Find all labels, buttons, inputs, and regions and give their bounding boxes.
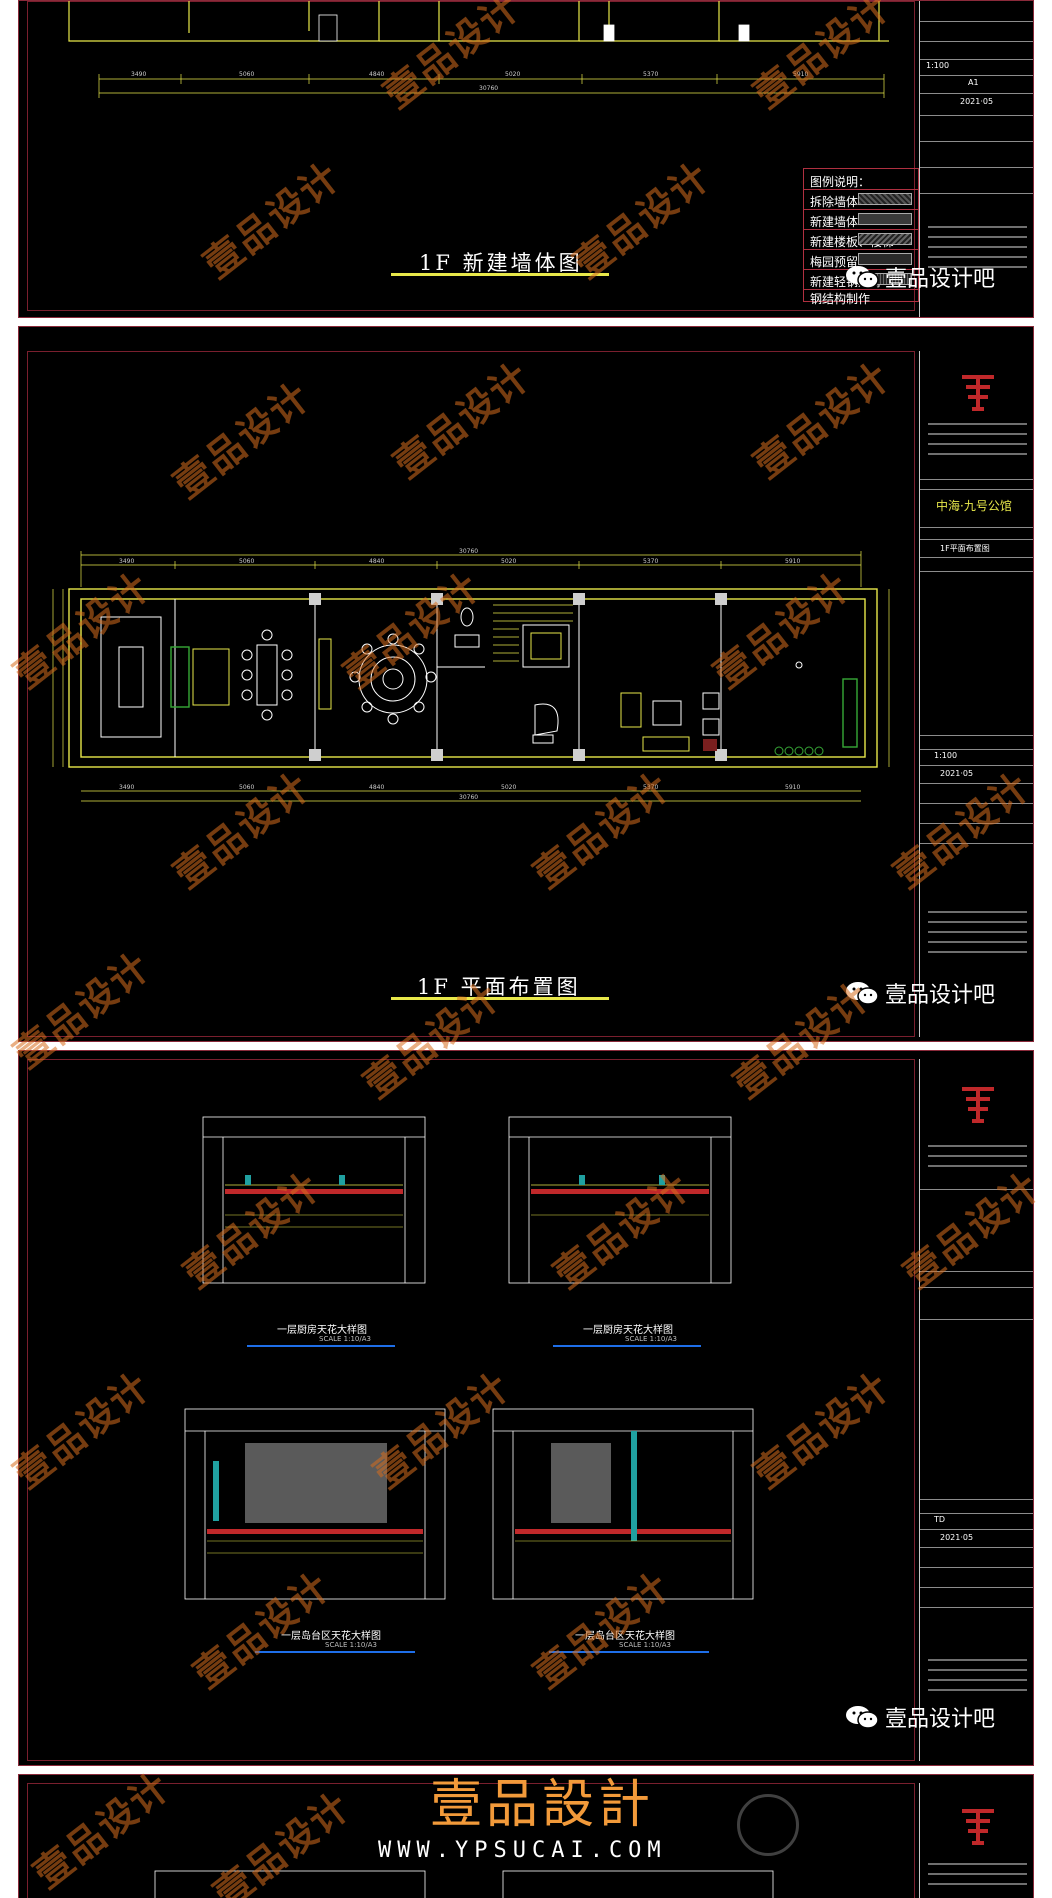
dim-label: 5370: [643, 558, 658, 565]
legend-swatch: [858, 193, 912, 205]
wechat-icon: [846, 266, 879, 289]
legend-item-label: 梅园预留: [810, 255, 859, 269]
wechat-icon: [846, 982, 879, 1005]
date-value: 2021·05: [940, 1533, 974, 1542]
svg-text:5910: 5910: [793, 71, 808, 78]
project-name: 中海·九号公馆: [936, 499, 1012, 513]
dim-label: 5910: [785, 558, 800, 565]
legend-item-label: 拆除墙体: [810, 195, 859, 209]
detail-title: 一层厨房天花大样图: [277, 1325, 367, 1336]
wechat-icon: [846, 1706, 879, 1729]
drawing-title: 1F 新建墙体图: [419, 251, 583, 275]
title-underline: [391, 273, 609, 276]
detail-underline: [553, 1345, 701, 1347]
detail-scale: SCALE 1:10/A3: [325, 1641, 377, 1649]
legend-item-label: 新建墙体: [810, 215, 859, 229]
legend-swatch: [858, 233, 912, 245]
drawing-sheet-partial: [18, 1774, 1034, 1898]
dim-label: 5020: [501, 784, 516, 791]
wechat-tag-text: 壹品设计吧: [885, 983, 996, 1008]
dim-label: 5020: [501, 558, 516, 565]
drawing-frame: [27, 1059, 915, 1761]
title-block: TD 2021·05: [919, 1059, 1033, 1761]
wechat-tag-text: 壹品设计吧: [885, 267, 996, 292]
dim-label: 3490: [119, 784, 134, 791]
dim-total: 30760: [459, 794, 478, 801]
detail-title: 一层岛台区天花大样图: [281, 1631, 381, 1642]
sheet-code: A1: [968, 78, 979, 87]
brand-url: WWW.YPSUCAI.COM: [378, 1838, 667, 1863]
detail-underline: [549, 1651, 709, 1653]
brand-seal-icon: [737, 1794, 799, 1856]
wechat-tag: 壹品设计吧: [845, 977, 995, 1009]
dim-label: 4840: [369, 784, 384, 791]
svg-text:5020: 5020: [505, 71, 520, 78]
detail-title: 一层厨房天花大样图: [583, 1325, 673, 1336]
legend-swatch: [858, 213, 912, 225]
sheet-code: TD: [934, 1515, 946, 1524]
legend-item-label: 钢结构制作: [810, 292, 871, 306]
brand-title: 壹品設計: [430, 1775, 655, 1835]
scale-value: 1:100: [926, 61, 950, 70]
legend-table: 图例说明： 拆除墙体 新建墙体 新建楼板、楼梯 梅园预留 新建轻钢龙骨 钢结构制…: [803, 168, 919, 306]
dim-label: 3490: [119, 558, 134, 565]
dim-label: 5370: [643, 784, 658, 791]
svg-text:3490: 3490: [131, 71, 146, 78]
company-logo: [962, 1087, 994, 1123]
dim-total: 30760: [459, 548, 478, 555]
title-underline: [391, 997, 609, 1000]
date-value: 2021·05: [940, 769, 974, 778]
svg-text:5060: 5060: [239, 71, 254, 78]
drawing-name-value: 1F平面布置图: [940, 544, 990, 553]
scale-value: 1:100: [934, 751, 958, 760]
detail-scale: SCALE 1:10/A3: [619, 1641, 671, 1649]
title-block: [919, 1783, 1033, 1898]
detail-scale: SCALE 1:10/A3: [625, 1335, 677, 1343]
svg-text:30760: 30760: [479, 85, 498, 92]
dim-label: 5060: [239, 558, 254, 565]
detail-underline: [247, 1345, 395, 1347]
wechat-tag: 壹品设计吧: [845, 261, 995, 293]
drawing-sheet-wall-plan: 3490 5060 4840 5020 5370 5910 30760 图例说明…: [18, 0, 1034, 318]
detail-title: 一层岛台区天花大样图: [575, 1631, 675, 1642]
drawing-frame: [27, 1783, 915, 1898]
company-logo: [962, 375, 994, 411]
company-logo: [962, 1809, 994, 1845]
drawing-frame: [27, 1, 915, 311]
drawing-title: 1F 平面布置图: [417, 975, 581, 999]
svg-text:4840: 4840: [369, 71, 384, 78]
wechat-tag-text: 壹品设计吧: [885, 1707, 996, 1732]
dim-label: 5060: [239, 784, 254, 791]
drawing-frame: [27, 351, 915, 1037]
detail-scale: SCALE 1:10/A3: [319, 1335, 371, 1343]
partial-drawing: [154, 1870, 774, 1898]
wall-plan-drawing: 3490 5060 4840 5020 5370 5910 30760: [68, 1, 889, 98]
drawing-sheet-ceiling-details: 一层厨房天花大样图 SCALE 1:10/A3 一层厨房天花大样图 SCALE …: [18, 1050, 1034, 1766]
wechat-tag: 壹品设计吧: [845, 1701, 995, 1733]
dim-label: 4840: [369, 558, 384, 565]
detail-underline: [255, 1651, 415, 1653]
legend-swatch: [858, 253, 912, 265]
title-block: 中海·九号公馆 1F平面布置图 1:100 2021·05: [919, 351, 1033, 1037]
svg-text:5370: 5370: [643, 71, 658, 78]
floor-plan-drawing: 3490 5060 4840 5020 5370 5910 30760: [52, 548, 890, 802]
legend-title: 图例说明：: [810, 175, 871, 189]
title-block: 1:100 A1 2021·05: [919, 1, 1033, 317]
drawing-sheet-floor-plan: 3490 5060 4840 5020 5370 5910 30760: [18, 326, 1034, 1042]
date-value: 2021·05: [960, 97, 994, 106]
ceiling-details-drawing: [184, 1116, 754, 1600]
dim-label: 5910: [785, 784, 800, 791]
